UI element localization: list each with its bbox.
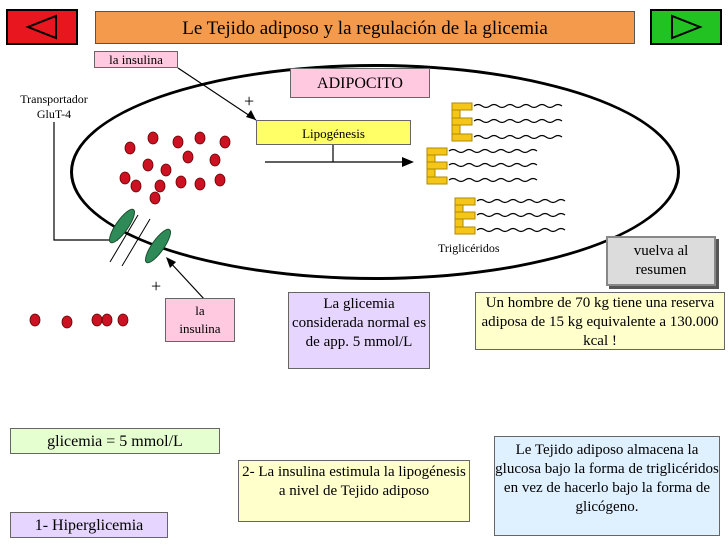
triglyceride-molecule xyxy=(451,102,473,142)
glut4-transporter xyxy=(145,228,171,264)
fatty-acid-chains xyxy=(476,198,566,233)
insulin-arrow-bottom-head xyxy=(166,257,176,268)
insulin-label-bottom-line1: la xyxy=(195,303,205,318)
plus-sign-top: + xyxy=(244,91,255,111)
transporter-label: Transportador GluT-4 xyxy=(4,92,104,122)
step-1-hyperglycemia: 1- Hiperglicemia xyxy=(10,512,168,538)
glut4-transporter xyxy=(109,208,135,244)
right-arrow-icon xyxy=(671,14,703,40)
transporter-label-line1: Transportador xyxy=(20,92,88,106)
return-to-summary-button[interactable]: vuelva al resumen xyxy=(606,236,716,286)
adipocyte-label: ADIPOCITO xyxy=(290,68,430,98)
left-arrow-icon xyxy=(25,14,57,40)
insulin-arrow-bottom xyxy=(167,259,206,301)
glucose-entry-line-2 xyxy=(121,218,151,267)
insulin-label-bottom: la insulina xyxy=(165,298,235,342)
glucose-molecules-inside xyxy=(119,131,231,205)
triglyceride-molecule xyxy=(426,147,448,185)
plus-sign-bottom: + xyxy=(151,276,162,296)
insulin-label-top: la insulina xyxy=(94,51,178,68)
page-title: Le Tejido adiposo y la regulación de la … xyxy=(95,11,635,44)
next-slide-button[interactable] xyxy=(650,9,722,45)
transporter-pointer-line xyxy=(53,122,118,241)
adipocyte-cell-membrane xyxy=(70,64,680,280)
normal-glycemia-note: La glicemia considerada normal es de app… xyxy=(288,292,430,369)
triglycerides-label: Triglicéridos xyxy=(438,241,500,255)
adipose-reserve-note: Un hombre de 70 kg tiene una reserva adi… xyxy=(475,292,725,350)
triglyceride-molecule xyxy=(454,197,476,235)
previous-slide-button[interactable] xyxy=(6,9,78,45)
glucose-molecules-outside xyxy=(29,313,129,329)
insulin-label-bottom-line2: insulina xyxy=(179,321,221,336)
insulin-arrow-top xyxy=(177,67,257,121)
insulin-arrow-top-head xyxy=(246,110,256,120)
adipose-storage-note: Le Tejido adiposo almacena la glucosa ba… xyxy=(494,436,720,536)
lipogenesis-arrow-head xyxy=(402,157,414,167)
transporter-label-line2: GluT-4 xyxy=(36,107,72,121)
lipogenesis-label: Lipogénesis xyxy=(256,120,411,145)
glycemia-value-box: glicemia = 5 mmol/L xyxy=(10,428,220,454)
fatty-acid-chains xyxy=(473,103,563,140)
glucose-entry-line xyxy=(109,214,139,263)
step-2-note: 2- La insulina estimula la lipogénesis a… xyxy=(238,460,470,522)
fatty-acid-chains xyxy=(448,148,538,183)
